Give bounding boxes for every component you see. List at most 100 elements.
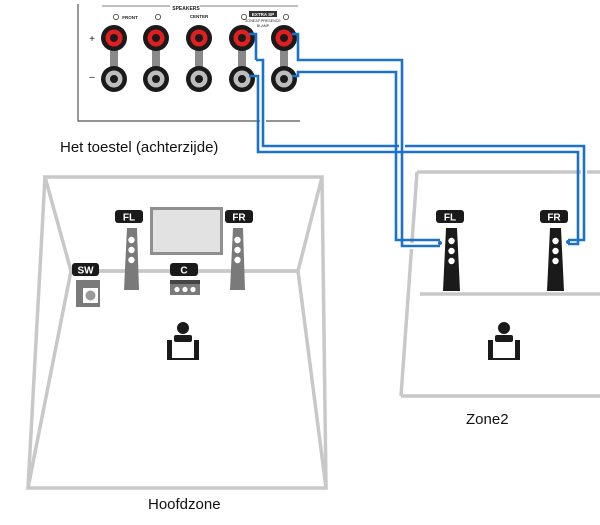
center-speaker-top	[170, 280, 200, 284]
positive-terminal-hole	[195, 34, 203, 42]
fr-badge	[225, 210, 253, 223]
fr-driver-1	[234, 236, 241, 244]
terminal-strap	[152, 38, 160, 74]
tv-screen	[153, 210, 220, 252]
positive-terminal-hole	[280, 34, 288, 42]
center-group-label: CENTER	[190, 14, 209, 19]
receiver-rear-panel: SPEAKERS FRONT CENTER EXTRA SP ZONE2/F.P…	[77, 4, 300, 122]
bi-amp-label: BI-AMP	[257, 24, 270, 28]
main-front-left-speaker: FL	[115, 210, 143, 290]
cable-left-channel	[292, 32, 440, 248]
fl-driver-3	[128, 256, 135, 264]
main-room-floor	[25, 269, 328, 490]
negative-terminal-hole	[195, 75, 203, 83]
negative-terminal-hole	[280, 75, 288, 83]
center-driver-1	[174, 286, 180, 293]
z2-fl-badge	[436, 210, 464, 223]
receiver-caption: Het toestel (achterzijde)	[60, 139, 219, 156]
z2-fl-driver-2	[448, 247, 455, 255]
speaker-cables	[249, 32, 587, 249]
tv-icon	[150, 207, 223, 255]
zone2-front-left-speaker: FL	[436, 210, 464, 291]
z2-fr-badge	[540, 210, 568, 223]
positive-terminal-hole	[152, 34, 160, 42]
extra-sp-label: EXTRA SP	[252, 12, 274, 17]
terminal-columns	[101, 14, 297, 92]
center-driver-2	[182, 286, 188, 293]
positive-terminal-hole	[238, 34, 246, 42]
z2-fr-driver-2	[552, 247, 559, 255]
zone2-armchair-listener-icon	[488, 322, 520, 360]
fl-label: FL	[123, 213, 135, 224]
main-center-speaker: C	[170, 263, 200, 295]
negative-terminal-hole	[238, 75, 246, 83]
z2-fr-driver-1	[552, 237, 559, 245]
channel-marker	[113, 14, 119, 20]
fl-badge	[115, 210, 143, 223]
terminal-strap	[238, 38, 246, 74]
z2-fl-driver-3	[448, 257, 455, 265]
main-subwoofer: SW	[72, 263, 100, 307]
terminal-pair-front-right	[101, 14, 127, 92]
plus-sign: +	[89, 34, 95, 45]
main-zone-caption: Hoofdzone	[148, 496, 221, 513]
z2-listener-shoulders	[495, 335, 513, 342]
negative-terminal-hole	[110, 75, 118, 83]
listener-head	[177, 322, 189, 334]
subwoofer-cone	[85, 290, 96, 301]
fl-driver-2	[128, 246, 135, 254]
terminal-pair-front-left	[143, 14, 169, 92]
terminal-pair-extra-left	[271, 14, 297, 92]
z2-fl-label: FL	[444, 213, 456, 224]
z2-armchair-seat	[493, 346, 515, 358]
panel-border	[77, 4, 300, 122]
fr-label: FR	[232, 213, 246, 224]
listener-shoulders	[174, 335, 192, 342]
negative-terminal-hole	[152, 75, 160, 83]
center-driver-3	[190, 286, 196, 293]
armchair-seat	[172, 346, 194, 358]
c-badge	[170, 263, 198, 276]
sw-badge	[72, 263, 99, 276]
channel-marker	[241, 14, 247, 20]
main-front-right-speaker: FR	[225, 210, 253, 290]
zone2-left-wall	[399, 171, 419, 397]
channel-marker	[155, 14, 161, 20]
positive-terminal-hole	[110, 34, 118, 42]
z2-fr-label: FR	[547, 213, 561, 224]
terminal-strap	[195, 38, 203, 74]
cable-right-positive	[249, 32, 258, 60]
channel-marker	[283, 14, 289, 20]
main-zone-room: FL FR C SW	[25, 175, 328, 490]
terminal-pair-center	[186, 25, 212, 92]
terminal-strap	[110, 38, 118, 74]
main-room-left-wall	[26, 176, 47, 489]
front-group-label: FRONT	[122, 15, 138, 20]
minus-sign: –	[89, 72, 95, 83]
zone2-presence-label: ZONE2/F.PRESENCE	[245, 19, 281, 23]
z2-listener-head	[498, 322, 510, 334]
z2-fl-driver-1	[448, 237, 455, 245]
main-room-right-wall	[320, 176, 328, 489]
cable-left-negative	[292, 70, 440, 242]
armchair-listener-icon	[167, 322, 199, 360]
terminal-pair-extra-right	[229, 14, 255, 92]
cable-right-negative	[249, 74, 580, 246]
z2-fr-driver-3	[552, 257, 559, 265]
c-label: C	[180, 266, 187, 277]
fl-driver-1	[128, 236, 135, 244]
extra-sp-tag	[249, 11, 277, 17]
cable-end-z2-fl	[438, 241, 442, 245]
fr-driver-2	[234, 246, 241, 254]
sw-label: SW	[77, 266, 94, 277]
zone2-caption: Zone2	[466, 411, 509, 428]
zone2-front-right-speaker: FR	[540, 210, 568, 291]
fr-driver-3	[234, 256, 241, 264]
speakers-header-label: SPEAKERS	[172, 6, 200, 12]
cable-end-z2-fr	[566, 240, 570, 244]
terminal-strap	[280, 38, 288, 74]
cable-right-channel	[256, 58, 586, 242]
zone2-room: FL FR	[399, 170, 600, 398]
